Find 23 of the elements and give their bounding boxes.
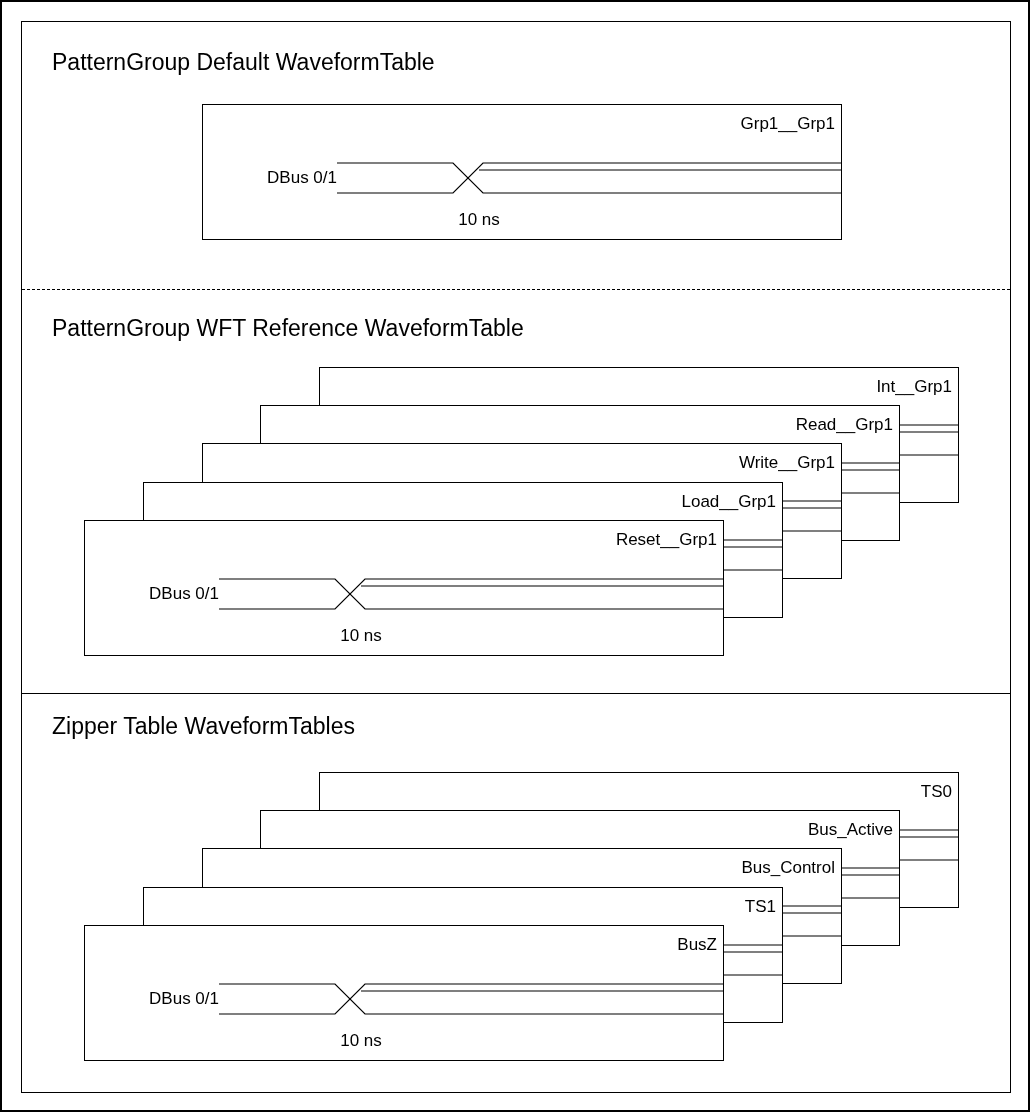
table-name: Bus_Active	[807, 819, 893, 841]
timing-label: 10 ns	[340, 1030, 382, 1052]
waveform-card	[84, 925, 724, 1061]
waveform-card	[84, 520, 724, 656]
signal-name: DBus 0/1	[149, 583, 219, 605]
timing-label: 10 ns	[458, 209, 500, 231]
section-heading: PatternGroup WFT Reference WaveformTable	[52, 314, 524, 343]
table-name: Write__Grp1	[738, 452, 835, 474]
signal-name: DBus 0/1	[149, 988, 219, 1010]
table-name: TS1	[744, 896, 776, 918]
table-name: Grp1__Grp1	[740, 113, 835, 135]
waveform-card	[202, 104, 842, 240]
table-name: Reset__Grp1	[615, 529, 717, 551]
table-name: Load__Grp1	[681, 491, 776, 513]
table-name: Int__Grp1	[876, 376, 952, 398]
table-name: BusZ	[677, 934, 717, 956]
section-heading: Zipper Table WaveformTables	[52, 712, 355, 741]
table-name: TS0	[920, 781, 952, 803]
section-heading: PatternGroup Default WaveformTable	[52, 48, 435, 77]
timing-label: 10 ns	[340, 625, 382, 647]
table-name: Read__Grp1	[795, 414, 893, 436]
signal-name: DBus 0/1	[267, 167, 337, 189]
table-name: Bus_Control	[741, 857, 835, 879]
